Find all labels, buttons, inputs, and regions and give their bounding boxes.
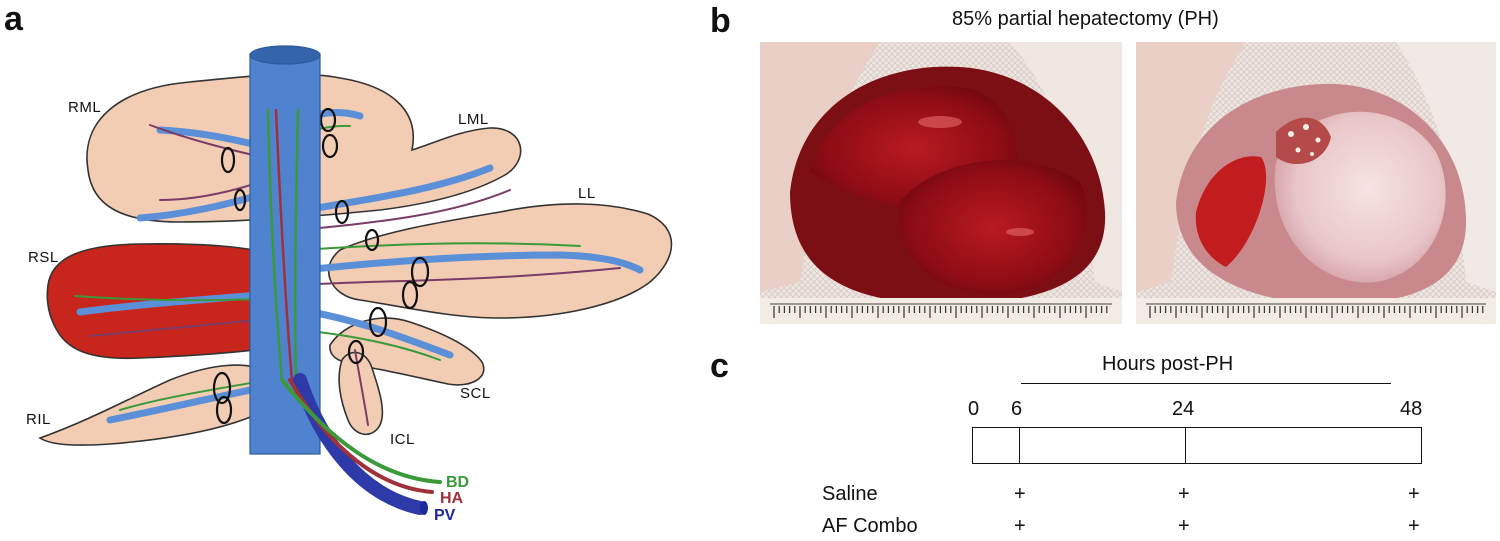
panel-a: a [0,0,720,541]
tick-24: 24 [1172,398,1195,420]
photo-after-ph-image [1136,42,1496,324]
row-saline-label: Saline [822,483,878,505]
row-afcombo-mark-48: + [1408,515,1420,537]
row-saline-mark-6: + [1014,483,1026,505]
row-saline-mark-48: + [1408,483,1420,505]
photo-before-ph [760,42,1122,324]
axis-title-rule [1021,383,1391,384]
row-afcombo-label: AF Combo [822,515,918,537]
row-afcombo-mark-24: + [1178,515,1190,537]
lobe-icl [338,351,384,436]
label-ha: HA [440,490,464,507]
panel-b: b 85% partial hepatectomy (PH) [700,0,1500,330]
panel-c: c Hours post-PH 0 6 24 48 Saline + + + A… [700,335,1500,541]
tick-6: 6 [1011,398,1023,420]
row-saline-mark-24: + [1178,483,1190,505]
tick-0: 0 [968,398,980,420]
label-lml: LML [458,111,489,128]
timeline-mark-24 [1185,428,1186,463]
panel-c-letter: c [710,347,729,385]
label-ll: LL [578,185,596,202]
hilum-exit [280,373,442,515]
lobe-ll [328,203,673,319]
row-afcombo-mark-6: + [1014,515,1026,537]
label-bd: BD [446,474,469,491]
hilar-trunks [266,108,300,382]
ruler-1 [773,306,1108,318]
ligature-knots [212,107,430,425]
ruler-2 [1149,306,1484,318]
panel-b-title: 85% partial hepatectomy (PH) [952,8,1219,30]
tick-48: 48 [1400,398,1423,420]
timeline-box [972,427,1422,464]
timeline-mark-6 [1019,428,1020,463]
label-pv: PV [434,507,456,524]
label-scl: SCL [460,385,491,402]
photo-after-ph [1136,42,1496,324]
pv-end [420,501,428,515]
axis-title: Hours post-PH [1102,353,1234,375]
photo-before-ph-image [760,42,1122,324]
label-icl: ICL [390,431,415,448]
lobe-ril [38,364,280,446]
panel-b-letter: b [710,2,731,40]
liver-diagram: RML LML LL RSL SCL RIL ICL BD HA PV [26,45,673,524]
label-rsl: RSL [28,249,59,266]
panel-a-letter: a [4,0,23,38]
label-ril: RIL [26,411,51,428]
label-rml: RML [68,99,101,116]
